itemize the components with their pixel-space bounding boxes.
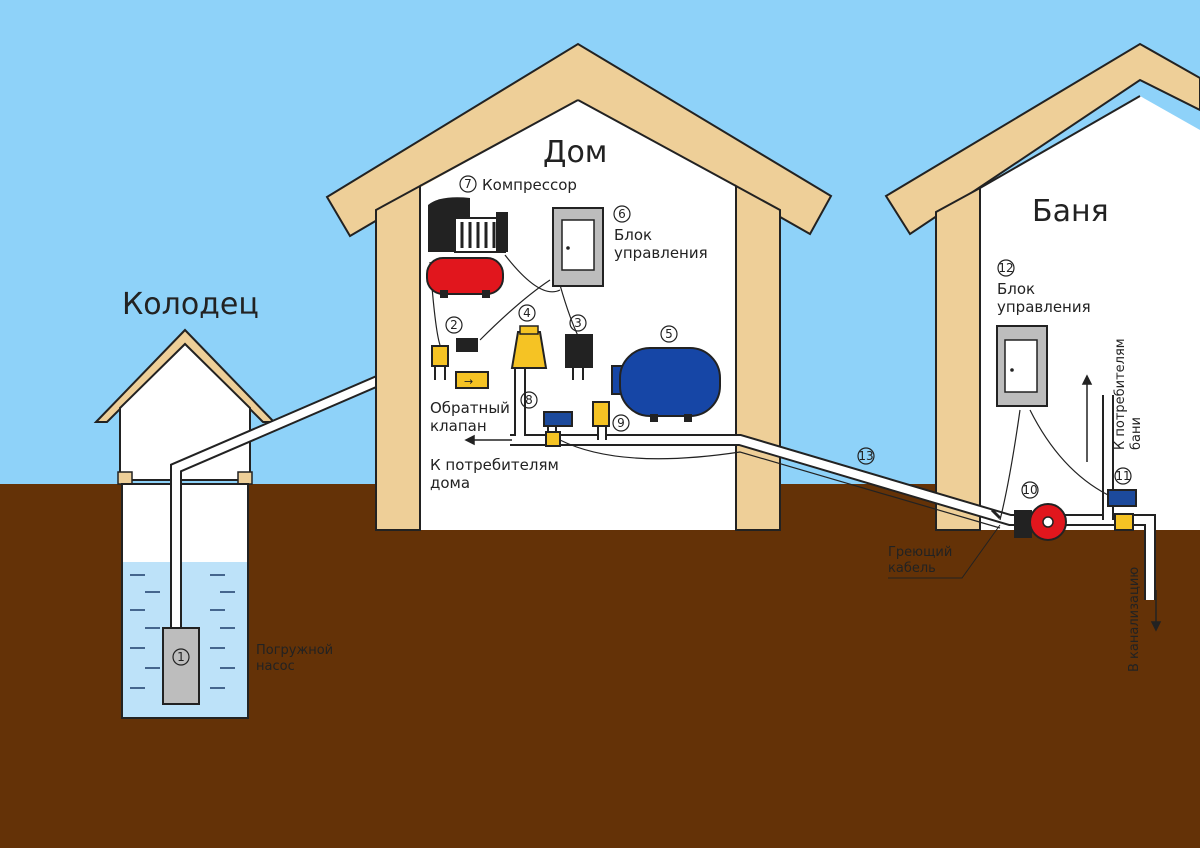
label-control-unit-house-1: Блок xyxy=(614,226,652,244)
label-to-bath-consumers-2: бани xyxy=(1129,417,1144,450)
marker-3: 3 xyxy=(574,316,582,330)
safety-valve xyxy=(592,401,610,427)
label-check-valve-2: клапан xyxy=(430,417,487,435)
marker-9: 9 xyxy=(617,416,625,430)
solenoid-valve-bath xyxy=(1107,489,1137,507)
control-wires xyxy=(429,254,1109,521)
hydro-accumulator xyxy=(611,347,721,422)
marker-12: 12 xyxy=(998,261,1013,275)
label-control-unit-bath-1: Блок xyxy=(997,280,1035,298)
title-bath: Баня xyxy=(1032,194,1109,229)
label-submersible-pump-1: Погружной xyxy=(256,643,333,658)
label-compressor: Компрессор xyxy=(482,176,577,194)
check-valve-arrow: → xyxy=(464,375,473,388)
title-well: Колодец xyxy=(122,287,259,322)
submersible-pump xyxy=(162,627,200,705)
label-control-unit-house-2: управления xyxy=(614,244,708,262)
label-check-valve-1: Обратный xyxy=(430,399,510,417)
marker-5: 5 xyxy=(665,327,673,341)
label-to-house-consumers-1: К потребителям xyxy=(430,456,559,474)
marker-6: 6 xyxy=(618,207,626,221)
solenoid-valve xyxy=(543,411,573,427)
marker-4: 4 xyxy=(523,306,531,320)
marker-10: 10 xyxy=(1022,483,1037,497)
circulation-pump xyxy=(1014,503,1067,541)
marker-8: 8 xyxy=(525,393,533,407)
control-unit-bath xyxy=(996,325,1048,407)
marker-7: 7 xyxy=(464,177,472,191)
dry-run-relay xyxy=(565,334,593,368)
heating-cable xyxy=(559,439,1001,529)
heating-cable-leader xyxy=(888,524,1001,579)
label-to-sewer: В канализацию xyxy=(1127,567,1142,672)
marker-11: 11 xyxy=(1115,469,1130,483)
house-piping xyxy=(434,362,1156,600)
control-unit-house xyxy=(552,207,604,287)
filter xyxy=(510,331,548,369)
label-heating-cable-1: Греющий xyxy=(888,545,952,560)
title-house: Дом xyxy=(543,135,607,170)
label-control-unit-bath-2: управления xyxy=(997,298,1091,316)
compressor xyxy=(426,197,508,298)
check-valve xyxy=(455,371,489,389)
marker-13: 13 xyxy=(858,449,873,463)
flow-arrows xyxy=(464,374,1162,632)
label-submersible-pump-2: насос xyxy=(256,659,295,674)
label-to-house-consumers-2: дома xyxy=(430,474,470,492)
label-heating-cable-2: кабель xyxy=(888,561,936,576)
marker-1: 1 xyxy=(177,650,185,664)
marker-2: 2 xyxy=(450,318,458,332)
relay xyxy=(456,338,478,352)
label-to-bath-consumers-1: К потребителям xyxy=(1113,338,1128,450)
pressure-switch xyxy=(431,345,449,367)
bath-structure xyxy=(884,42,1200,531)
